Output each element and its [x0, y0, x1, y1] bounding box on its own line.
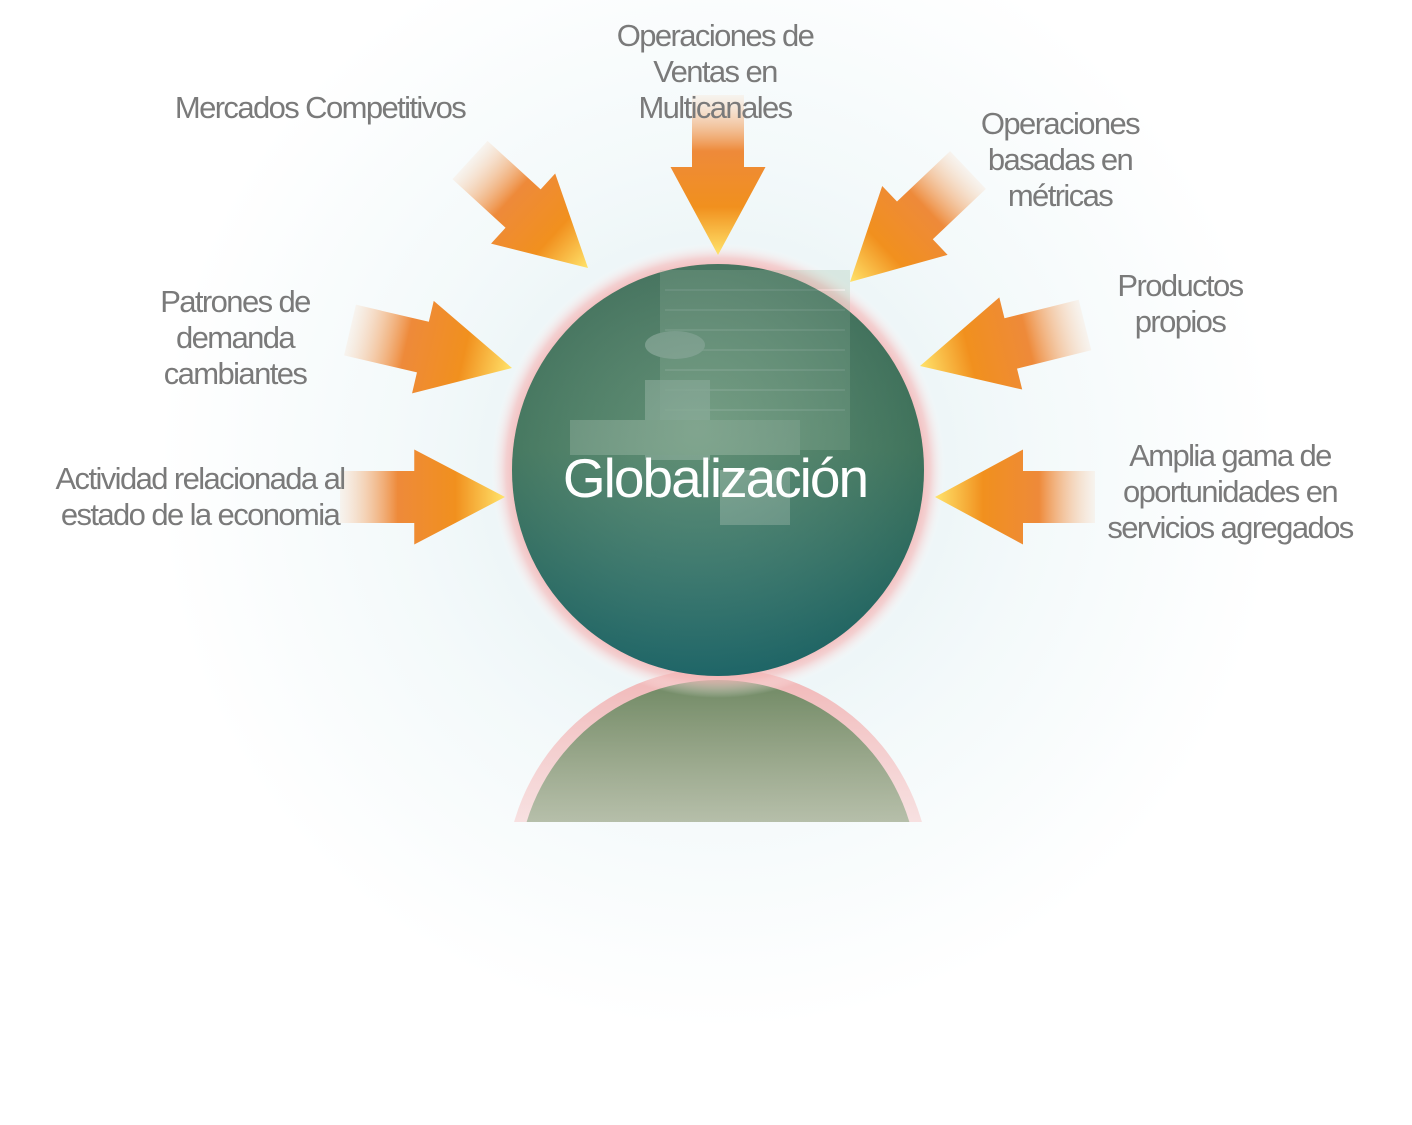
driver-arrows: [340, 95, 1095, 545]
arrow-mercados: [452, 140, 588, 268]
sphere-reflection: [514, 672, 922, 822]
label-mercados: Mercados Competitivos: [174, 90, 467, 125]
label-productos: Productos propios: [1117, 268, 1244, 339]
label-amplia: Amplia gama de oportunidades en servicio…: [1107, 438, 1354, 545]
label-patrones: Patrones de demanda cambiantes: [160, 284, 311, 391]
arrow-multicanales: [670, 95, 766, 255]
center-title: Globalización: [562, 447, 869, 509]
label-multicanales: Operaciones de Ventas en Multicanales: [616, 18, 815, 125]
arrow-amplia: [935, 449, 1095, 545]
label-metricas: Operaciones basadas en métricas: [980, 106, 1141, 213]
arrow-actividad: [340, 449, 505, 545]
arrow-metricas: [849, 151, 986, 283]
arrow-productos: [919, 297, 1092, 390]
label-actividad: Actividad relacionada al estado de la ec…: [55, 461, 346, 532]
arrow-patrones: [344, 300, 512, 394]
